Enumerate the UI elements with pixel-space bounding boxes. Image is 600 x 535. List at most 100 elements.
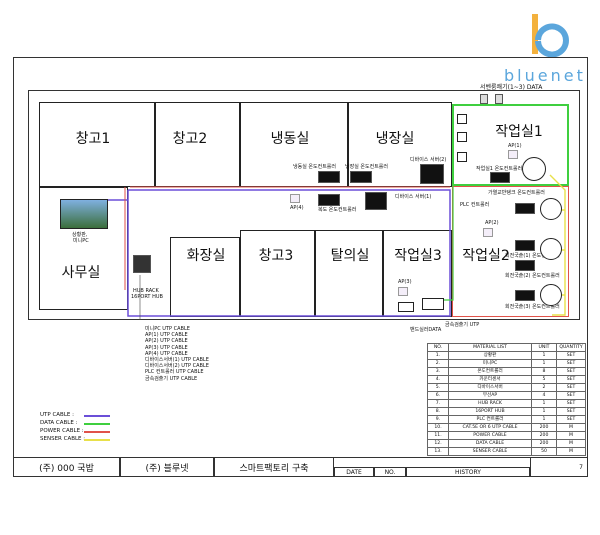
room-label-restroom: 화장실 — [186, 248, 226, 264]
legend-label: UTP CABLE : — [40, 412, 74, 418]
material-cell: PLC 컨트롤러 — [448, 415, 532, 424]
material-cell: 2. — [427, 359, 449, 368]
metal-utp-label: 금속검출기 UTP — [445, 322, 480, 328]
material-cell: SET — [556, 375, 586, 384]
plc-label: PLC 컨트롤러 — [460, 202, 490, 208]
material-cell: SET — [556, 415, 586, 424]
monitor-label: 상황판, — [72, 232, 88, 238]
material-cell: SET — [556, 367, 586, 376]
material-cell: 13. — [427, 447, 449, 456]
material-cell: 디바이스서버 — [448, 383, 532, 392]
material-cell: 4 — [531, 391, 557, 400]
cable-note-item: 미니PC UTP CABLE — [145, 326, 190, 332]
work2-controller2-label: 회전국솥(2) 온도컨트롤러 — [505, 273, 560, 279]
power-cable-route — [124, 186, 450, 290]
material-header-no: NO. — [427, 343, 449, 352]
cable-note-item: 금속검출기 UTP CABLE — [145, 375, 198, 382]
material-cell: 12. — [427, 439, 449, 448]
material-header-unit: UNIT — [531, 343, 557, 352]
material-cell: 상황판 — [448, 351, 532, 360]
no-header: NO. — [374, 467, 406, 477]
room-label-storage2: 창고2 — [172, 131, 208, 147]
work1-kettle — [522, 157, 546, 181]
data-cable-route — [440, 96, 501, 301]
material-cell: M — [556, 439, 586, 448]
cable-note-item: AP(1) UTP CABLE — [145, 332, 188, 339]
cable-note-item: AP(4) UTP CABLE — [145, 350, 188, 357]
building-outline — [28, 90, 580, 320]
room-storage1 — [39, 102, 155, 187]
logo: bluenet — [500, 10, 590, 90]
legend-swatch — [84, 415, 110, 417]
work2-controller1-label: 회전국솥(1) 온도컨트롤러 — [505, 253, 560, 259]
work1-controller-label: 작업실1 온도컨트롤러 — [476, 166, 523, 172]
material-cell: 1 — [531, 407, 557, 416]
fridge-controller-label: 냉장실 온도컨트롤러 — [345, 164, 388, 170]
minipc-label: 미니PC — [73, 238, 89, 244]
ap1-label: AP(1) — [508, 143, 522, 149]
history-header: HISTORY — [406, 467, 530, 477]
material-cell: SET — [556, 359, 586, 368]
legend-item: DATA CABLE : — [40, 420, 120, 428]
hub-rack-label: HUB RACK — [133, 288, 159, 294]
material-cell: 8 — [531, 367, 557, 376]
material-cell: CAT.5E OR 6 UTP CABLE — [448, 423, 532, 432]
material-cell: 16PORT HUB — [448, 407, 532, 416]
legend-swatch — [84, 439, 110, 441]
top-sensor-2 — [495, 94, 503, 104]
material-cell: DATA CABLE — [448, 439, 532, 448]
work2-controller3 — [515, 290, 535, 301]
material-cell: SET — [556, 351, 586, 360]
material-cell: SET — [556, 399, 586, 408]
ap1-icon — [508, 150, 518, 159]
freezer-controller-label: 냉동실 온도컨트롤러 — [293, 164, 336, 170]
work1-controller — [490, 172, 510, 183]
work1-device-c — [457, 152, 467, 162]
cable-note-item: 디바이스서버(2) UTP CABLE — [145, 363, 209, 370]
room-label-work1: 작업실1 — [495, 124, 543, 140]
material-cell: 8. — [427, 407, 449, 416]
material-cell: 5. — [427, 383, 449, 392]
material-cell: 3. — [427, 367, 449, 376]
device-server2-label: 디바이스 서버(2) — [410, 157, 447, 163]
room-label-storage3: 창고3 — [258, 248, 294, 264]
legend-item: UTP CABLE : — [40, 412, 120, 420]
material-cell: 6. — [427, 391, 449, 400]
material-cell: 50 — [531, 447, 557, 456]
metal-detector — [422, 298, 444, 310]
room-restroom — [170, 237, 240, 317]
work1-device-a — [457, 114, 467, 124]
material-cell: 1 — [531, 415, 557, 424]
device-server1 — [365, 192, 387, 210]
legend-label: DATA CABLE : — [40, 420, 78, 426]
freezer-controller — [318, 171, 340, 183]
monitor — [60, 199, 108, 229]
logo-mark-icon — [532, 14, 569, 58]
band-data-label: 밴드실러DATA — [410, 327, 442, 333]
legend-label: SENSER CABLE : — [40, 436, 86, 442]
device-server1-label: 디바이스 서버(1) — [395, 194, 432, 200]
material-cell: M — [556, 447, 586, 456]
legend-label: POWER CABLE : — [40, 428, 84, 434]
hub-16port-label: 16PORT HUB — [131, 294, 163, 300]
work2-tank-controller-label: 가열교반탱크 온도컨트롤러 — [488, 190, 545, 196]
material-cell: 카운터센서 — [448, 375, 532, 384]
room-label-freezer: 냉동실 — [270, 131, 310, 147]
ap3-icon — [398, 287, 408, 296]
room-label-office: 사무실 — [61, 265, 101, 281]
material-cell: M — [556, 431, 586, 440]
work2-controller3-label: 회전국솥(3) 온도컨트롤러 — [505, 304, 560, 310]
material-cell: 200 — [531, 431, 557, 440]
top-sensor-1 — [480, 94, 488, 104]
